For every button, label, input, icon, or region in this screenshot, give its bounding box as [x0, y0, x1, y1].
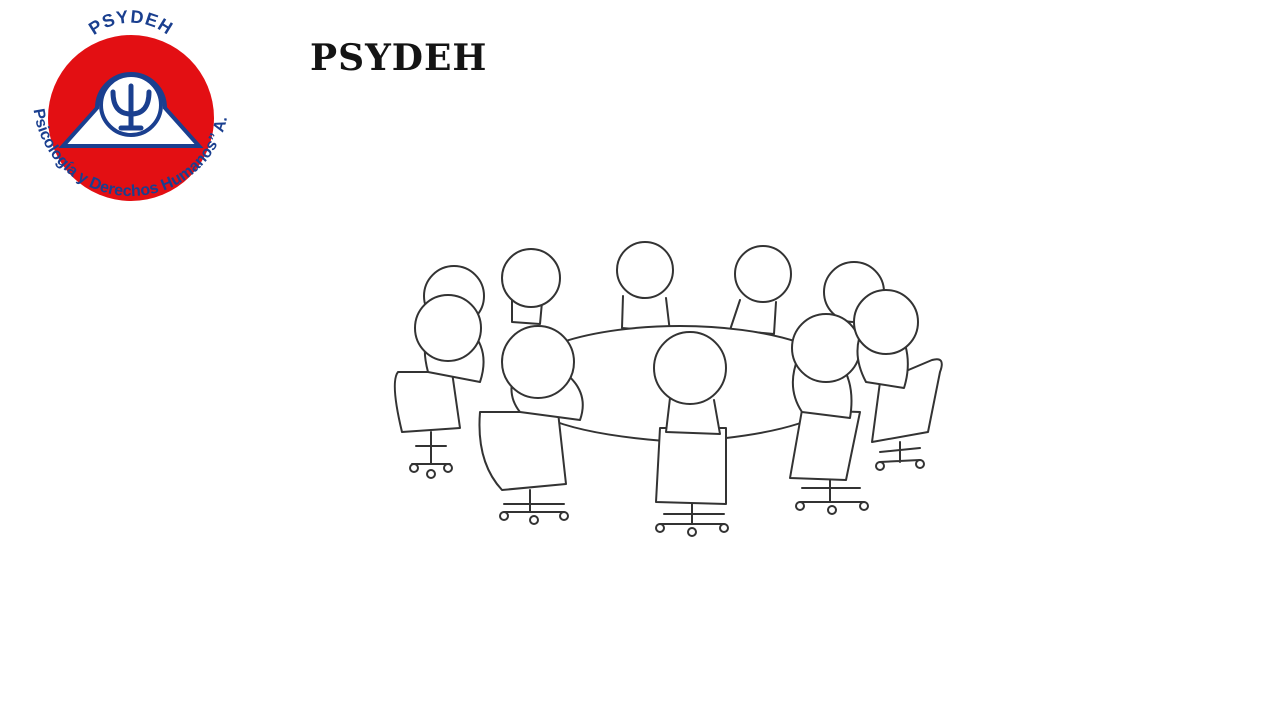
person-back-3	[616, 241, 674, 333]
person-front-left	[501, 325, 584, 421]
chair-front-right	[789, 409, 869, 515]
chair-left-front	[393, 371, 461, 479]
person-left-front	[414, 294, 485, 383]
person-front-right	[791, 313, 861, 419]
psydeh-logo: PSYDEH “Psicología y Derechos Humanos” A…	[20, 8, 231, 201]
svg-text:PSYDEH: PSYDEH	[85, 8, 177, 39]
psi-symbol-icon	[110, 83, 152, 131]
round-table-meeting-icon	[393, 241, 943, 537]
person-back-2	[501, 248, 561, 325]
person-front-center	[653, 331, 727, 435]
person-back-4	[729, 245, 792, 335]
person-right-front	[853, 289, 919, 389]
chair-front-left	[478, 411, 569, 525]
chair-front-center	[655, 427, 729, 537]
page-title: PSYDEH	[310, 37, 488, 79]
